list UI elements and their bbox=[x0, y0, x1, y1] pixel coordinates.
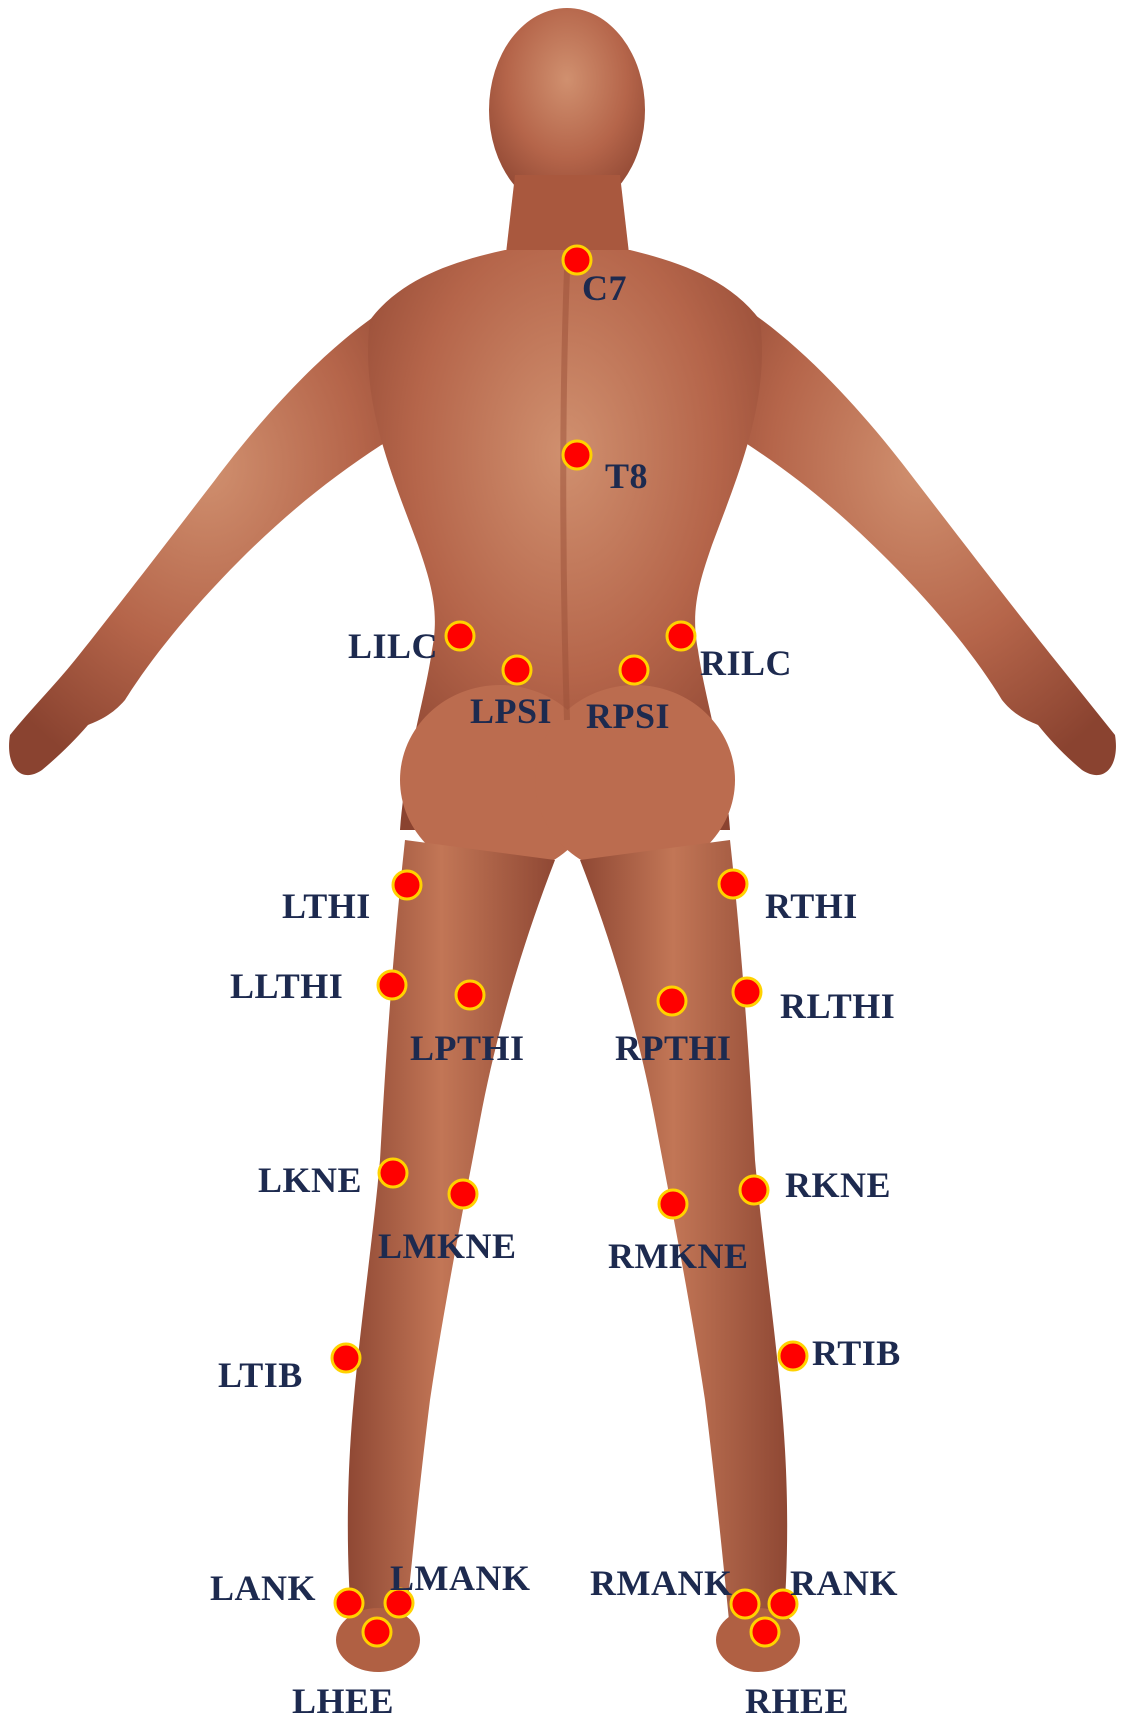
marker-label-lthi: LTHI bbox=[282, 888, 371, 924]
marker-dot-lmkne bbox=[449, 1180, 477, 1208]
marker-label-rtib: RTIB bbox=[812, 1335, 901, 1371]
marker-label-rmank: RMANK bbox=[590, 1565, 732, 1601]
marker-dot-llthi bbox=[378, 971, 406, 999]
marker-dot-rilc bbox=[667, 622, 695, 650]
marker-dot-lank bbox=[335, 1589, 363, 1617]
marker-dot-ltib bbox=[332, 1344, 360, 1372]
marker-label-lkne: LKNE bbox=[258, 1162, 362, 1198]
marker-dot-rhee bbox=[751, 1618, 779, 1646]
marker-dot-rlthi bbox=[733, 978, 761, 1006]
right-arm bbox=[725, 300, 1116, 775]
marker-dot-rtib bbox=[779, 1342, 807, 1370]
marker-label-t8: T8 bbox=[605, 458, 648, 494]
marker-dot-lhee bbox=[363, 1618, 391, 1646]
marker-dot-t8 bbox=[563, 441, 591, 469]
marker-label-rkne: RKNE bbox=[785, 1167, 891, 1203]
marker-label-rhee: RHEE bbox=[745, 1683, 849, 1719]
marker-label-llthi: LLTHI bbox=[230, 968, 343, 1004]
marker-label-lmkne: LMKNE bbox=[378, 1228, 517, 1264]
right-leg bbox=[580, 840, 787, 1630]
marker-dot-lpthi bbox=[456, 981, 484, 1009]
marker-label-lmank: LMANK bbox=[390, 1560, 531, 1596]
marker-dot-lpsi bbox=[503, 656, 531, 684]
marker-label-lpsi: LPSI bbox=[470, 693, 552, 729]
marker-dot-rpthi bbox=[658, 987, 686, 1015]
marker-label-lpthi: LPTHI bbox=[410, 1030, 525, 1066]
marker-dot-rthi bbox=[719, 870, 747, 898]
marker-label-rank: RANK bbox=[790, 1565, 898, 1601]
marker-label-rilc: RILC bbox=[700, 645, 792, 681]
marker-dot-rmkne bbox=[659, 1190, 687, 1218]
marker-label-rpthi: RPTHI bbox=[615, 1030, 732, 1066]
marker-label-lhee: LHEE bbox=[292, 1683, 394, 1719]
marker-dot-rpsi bbox=[620, 656, 648, 684]
marker-label-rpsi: RPSI bbox=[586, 698, 670, 734]
marker-label-rlthi: RLTHI bbox=[780, 988, 895, 1024]
marker-dot-lilc bbox=[446, 622, 474, 650]
marker-dot-lthi bbox=[393, 871, 421, 899]
marker-dot-rmank bbox=[731, 1590, 759, 1618]
marker-label-lilc: LILC bbox=[348, 628, 438, 664]
marker-label-c7: C7 bbox=[582, 270, 627, 306]
marker-dot-rkne bbox=[740, 1176, 768, 1204]
marker-label-rmkne: RMKNE bbox=[608, 1238, 749, 1274]
marker-label-ltib: LTIB bbox=[218, 1357, 303, 1393]
marker-label-rthi: RTHI bbox=[765, 888, 858, 924]
marker-dot-lkne bbox=[379, 1159, 407, 1187]
left-arm bbox=[9, 300, 405, 775]
marker-label-lank: LANK bbox=[210, 1570, 316, 1606]
